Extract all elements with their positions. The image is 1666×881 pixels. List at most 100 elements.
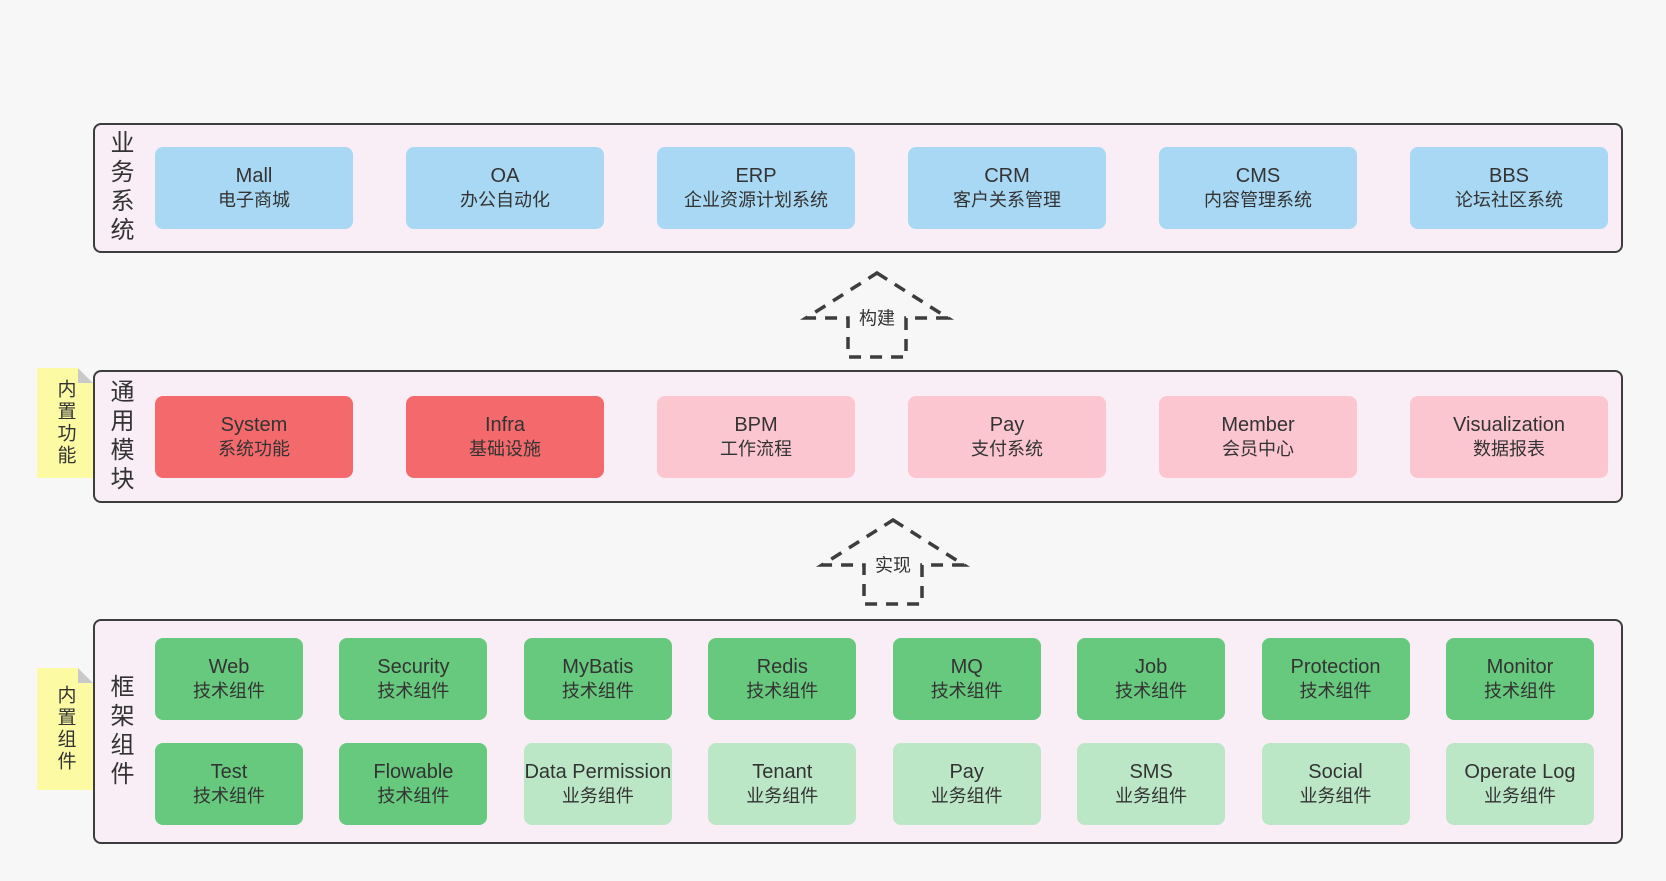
box-title: CMS [1235, 165, 1281, 188]
box-subtitle: 业务组件 [1483, 786, 1556, 807]
box-title: MQ [950, 656, 983, 679]
box-title: BBS [1488, 165, 1530, 188]
box-title: Web [208, 656, 250, 679]
box-subtitle: 业务组件 [561, 786, 634, 807]
box-subtitle: 支付系统 [971, 438, 1043, 459]
box-title: Test [210, 761, 248, 784]
box-title: Pay [989, 413, 1025, 436]
box-title: SMS [1129, 761, 1173, 784]
implement-arrow-label: 实现 [871, 550, 915, 579]
box-subtitle: 基础设施 [469, 438, 541, 459]
box-subtitle: 业务组件 [930, 786, 1003, 807]
box-title: MyBatis [562, 656, 634, 679]
box-title: Security [377, 656, 450, 679]
builtin-components-sticky-label: 内置组件 [54, 685, 76, 773]
box-title: System [220, 413, 288, 436]
box-title: Monitor [1486, 656, 1554, 679]
implement-arrow: 实现 [815, 517, 971, 607]
box-title: Redis [756, 656, 808, 679]
box-title: Data Permission [524, 761, 672, 784]
builtin-functions-sticky-label: 内置功能 [54, 379, 76, 467]
box-subtitle: 技术组件 [1483, 681, 1556, 702]
box-subtitle: 数据报表 [1473, 438, 1545, 459]
box-subtitle: 会员中心 [1222, 438, 1294, 459]
box-subtitle: 业务组件 [1299, 786, 1372, 807]
builtin-components-sticky: 内置组件 [37, 668, 93, 790]
box-title: CRM [984, 165, 1030, 188]
box-subtitle: 技术组件 [561, 681, 634, 702]
box-title: Job [1134, 656, 1168, 679]
box-subtitle: 工作流程 [720, 438, 792, 459]
box-subtitle: 技术组件 [930, 681, 1003, 702]
framework-band-label: 框架组件 [106, 673, 133, 790]
box-subtitle: 技术组件 [193, 786, 265, 807]
builtin-functions-sticky: 内置功能 [37, 368, 93, 478]
box-subtitle: 业务组件 [1115, 786, 1188, 807]
box-title: OA [490, 165, 520, 188]
modules-band-label: 通用模块 [106, 378, 133, 495]
box-subtitle: 客户关系管理 [953, 190, 1061, 211]
box-title: Visualization [1453, 413, 1565, 436]
box-title: Mall [235, 165, 273, 188]
dashed-up-arrow-icon [815, 517, 971, 606]
box-title: Social [1308, 761, 1363, 784]
box-title: Member [1221, 413, 1295, 436]
box-title: Infra [484, 413, 526, 436]
box-title: Operate Log [1464, 761, 1576, 784]
box-subtitle: 业务组件 [746, 786, 819, 807]
build-arrow-label: 构建 [855, 303, 899, 332]
box-title: Pay [949, 761, 984, 784]
box-subtitle: 办公自动化 [460, 190, 550, 211]
box-subtitle: 技术组件 [1299, 681, 1372, 702]
box-title: Flowable [373, 761, 454, 784]
box-subtitle: 系统功能 [218, 438, 290, 459]
box-subtitle: 技术组件 [193, 681, 265, 702]
box-title: Protection [1290, 656, 1381, 679]
build-arrow: 构建 [799, 270, 955, 360]
box-subtitle: 论坛社区系统 [1455, 190, 1563, 211]
box-subtitle: 技术组件 [377, 681, 450, 702]
box-subtitle: 技术组件 [377, 786, 450, 807]
box-title: Tenant [752, 761, 813, 784]
box-subtitle: 内容管理系统 [1204, 190, 1312, 211]
box-title: BPM [734, 413, 778, 436]
box-subtitle: 技术组件 [746, 681, 819, 702]
box-subtitle: 技术组件 [1115, 681, 1188, 702]
